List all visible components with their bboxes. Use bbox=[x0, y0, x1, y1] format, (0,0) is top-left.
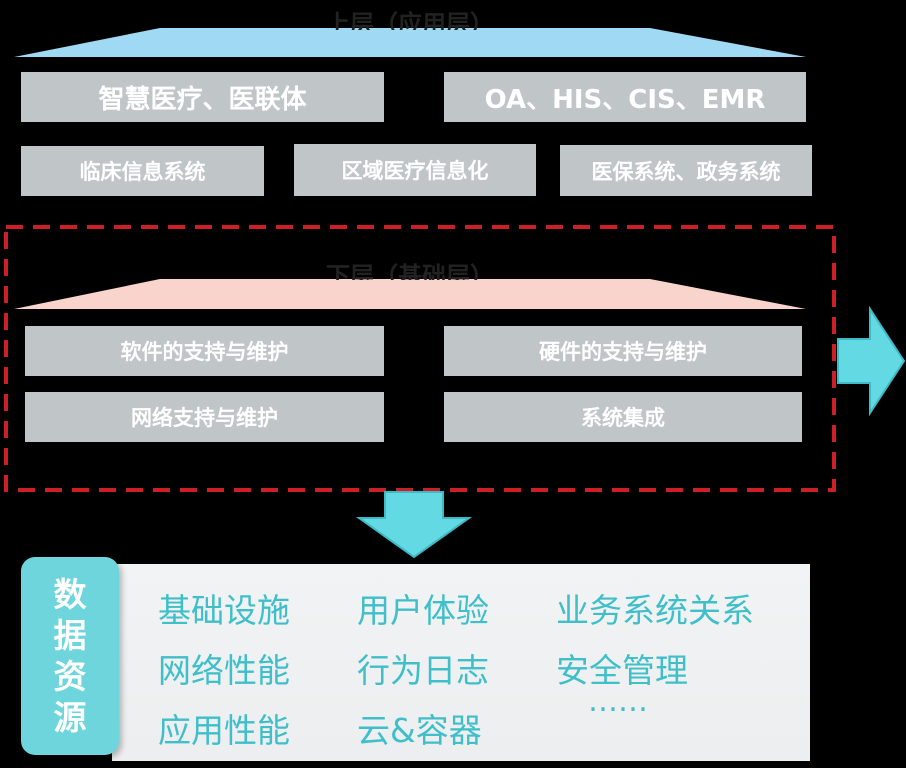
lower-layer-frame bbox=[4, 225, 836, 492]
resource-behavior-log: 行为日志 bbox=[357, 651, 489, 690]
resource-ellipsis: …… bbox=[588, 684, 648, 719]
box-regional-medical: 区域医疗信息化 bbox=[294, 144, 536, 196]
resource-security-management: 安全管理 bbox=[556, 651, 688, 690]
label-char-4: 源 bbox=[53, 698, 87, 737]
right-arrow-icon bbox=[837, 305, 906, 417]
box-insurance-gov: 医保系统、政务系统 bbox=[560, 145, 812, 196]
resource-user-experience: 用户体验 bbox=[357, 591, 489, 630]
lower-layer-title: 下层（基础层） bbox=[326, 262, 494, 280]
box-smart-medical: 智慧医疗、医联体 bbox=[21, 72, 384, 122]
box-oa-his: OA、HIS、CIS、EMR bbox=[444, 72, 806, 122]
resource-application-performance: 应用性能 bbox=[158, 711, 290, 750]
box-software-support: 软件的支持与维护 bbox=[25, 326, 384, 376]
label-char-2: 据 bbox=[53, 616, 87, 655]
resource-cloud-container: 云&容器 bbox=[357, 711, 482, 750]
box-system-integration: 系统集成 bbox=[444, 392, 802, 442]
down-arrow-icon bbox=[355, 491, 473, 559]
upper-layer-band bbox=[14, 28, 806, 57]
data-resources-label: 数 据 资 源 bbox=[21, 557, 119, 755]
box-network-support: 网络支持与维护 bbox=[25, 392, 384, 442]
data-resources-background bbox=[112, 564, 810, 761]
resource-business-relations: 业务系统关系 bbox=[556, 591, 754, 630]
label-char-3: 资 bbox=[53, 657, 87, 696]
box-hardware-support: 硬件的支持与维护 bbox=[444, 326, 802, 376]
resource-infrastructure: 基础设施 bbox=[158, 591, 290, 630]
upper-layer-title: 上层（应用层） bbox=[326, 10, 494, 30]
box-clinical-info: 临床信息系统 bbox=[21, 146, 264, 196]
label-char-1: 数 bbox=[53, 575, 87, 614]
resource-network-performance: 网络性能 bbox=[158, 651, 290, 690]
